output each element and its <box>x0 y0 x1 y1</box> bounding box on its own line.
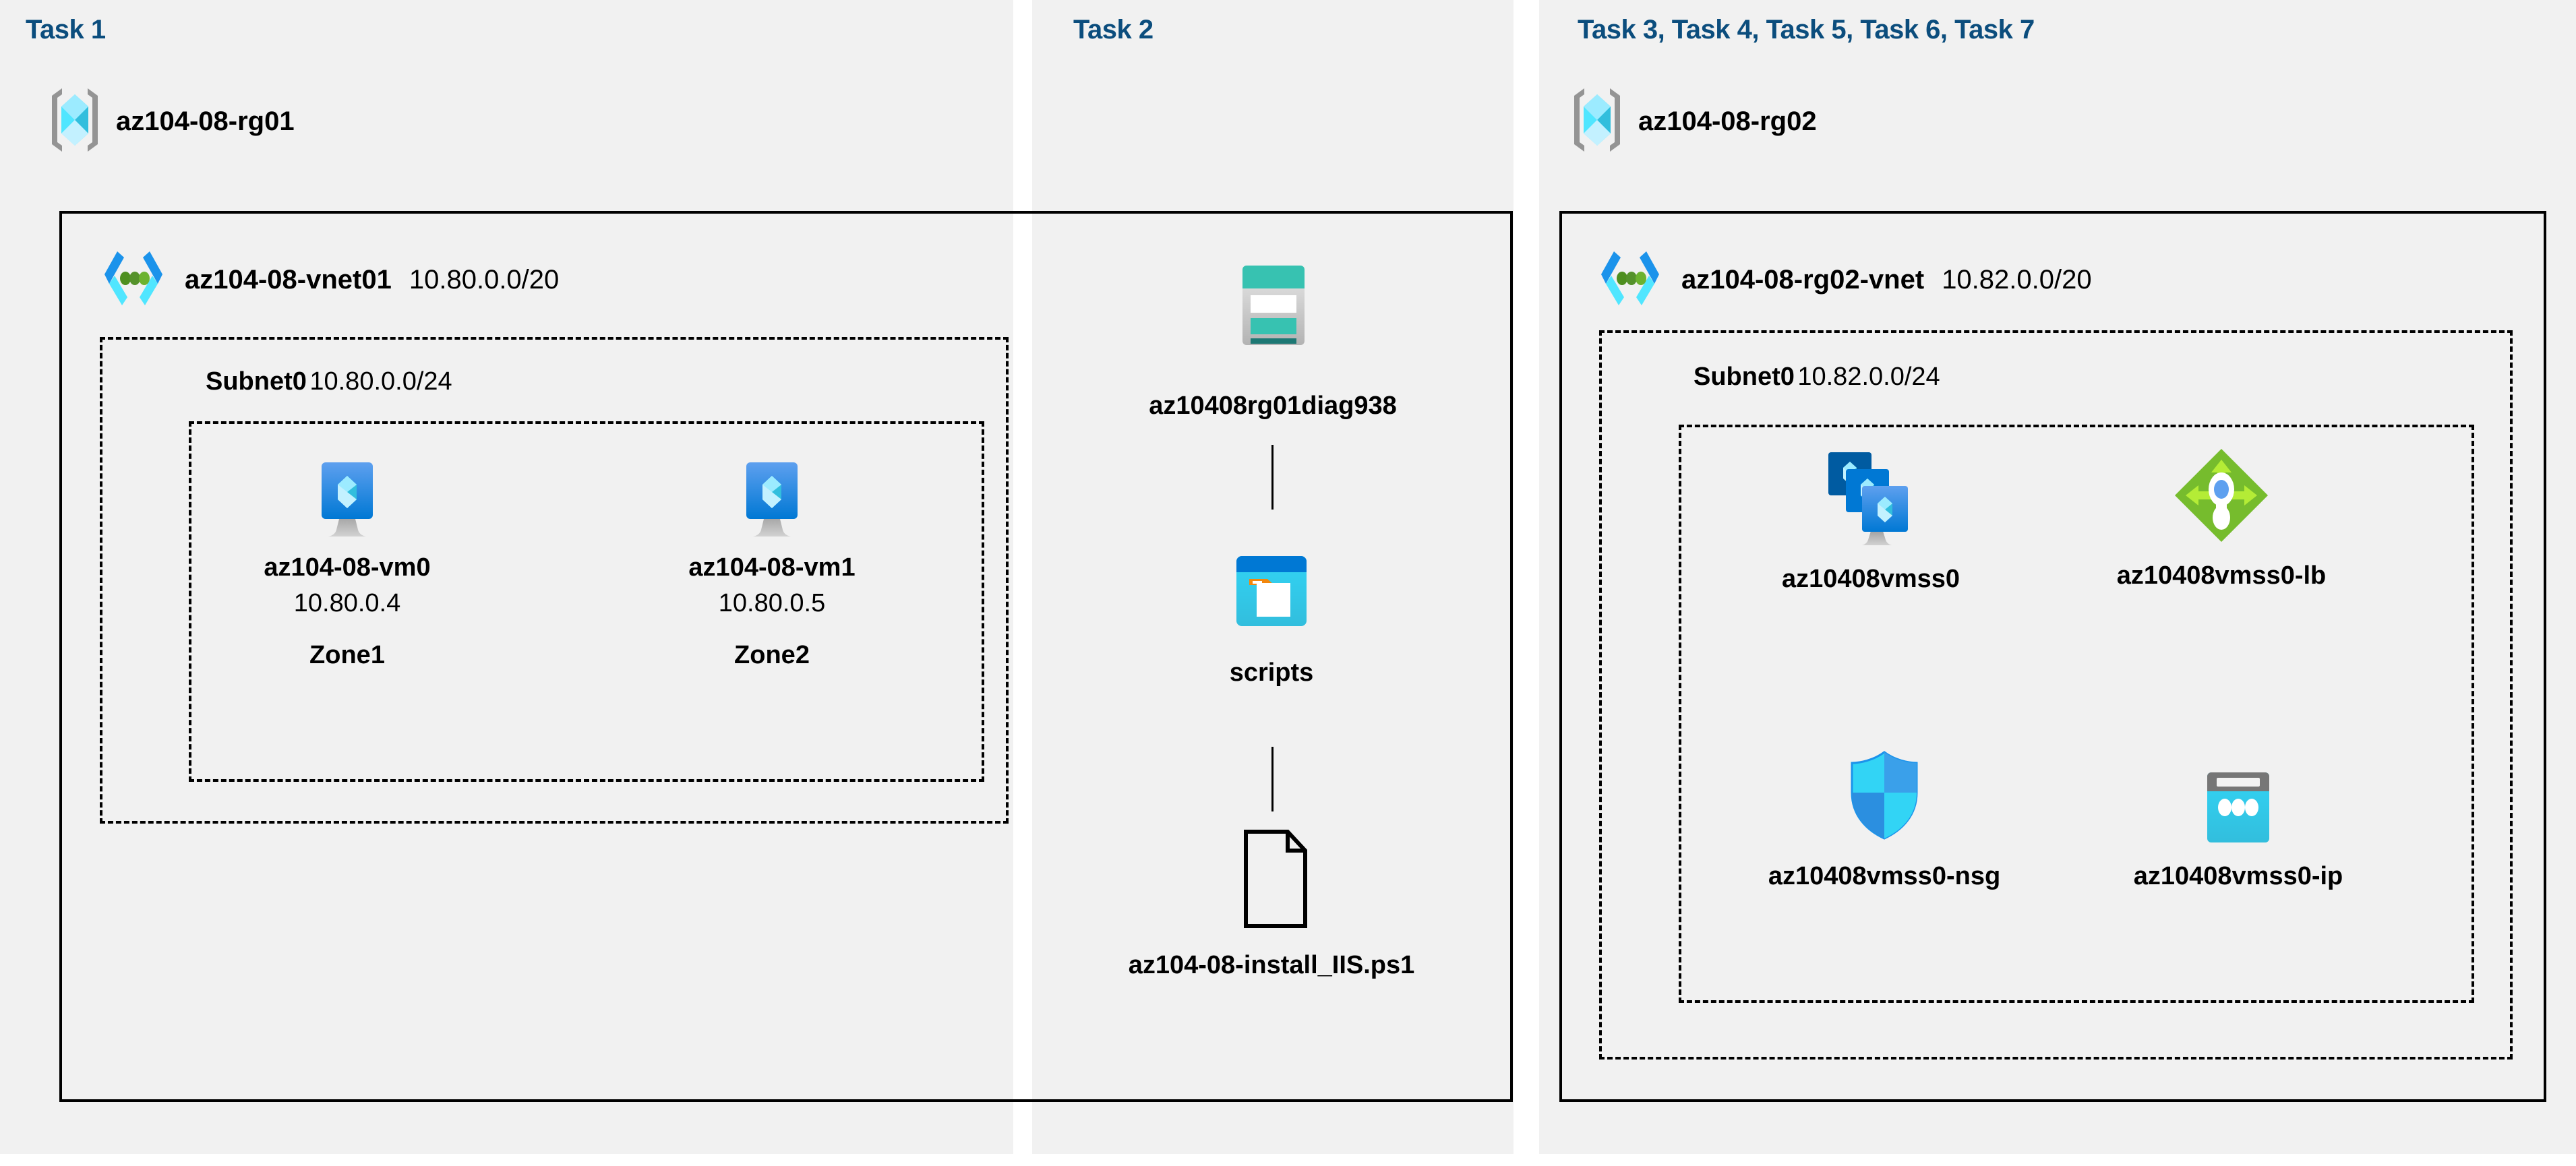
task2-blob-container-name: scripts <box>1229 658 1314 687</box>
task3to7-subnet-name: Subnet0 <box>1694 363 1795 391</box>
task3to7-vmss[interactable]: az10408vmss0 <box>1782 448 1960 594</box>
task2-storage-account-name: az10408rg01diag938 <box>1149 392 1397 420</box>
task1-vm0-ip: 10.80.0.4 <box>293 589 401 617</box>
task2-script-file[interactable]: az104-08-install_IIS.ps1 <box>1129 828 1414 980</box>
task1-vm1[interactable]: az104-08-vm1 10.80.0.5 Zone2 <box>688 458 856 670</box>
vm-scale-set-icon <box>1820 448 1921 553</box>
resource-group-icon <box>1571 86 1623 157</box>
virtual-machine-icon <box>309 458 385 544</box>
task1-vnet-name: az104-08-vnet01 <box>185 265 392 295</box>
task3to7-resources-box <box>1679 425 2474 1003</box>
task3to7-nsg-name: az10408vmss0-nsg <box>1768 862 2001 890</box>
task1-vnet-header: az104-08-vnet01 10.80.0.0/20 <box>100 246 559 314</box>
task1-vnet-cidr: 10.80.0.0/20 <box>409 265 560 295</box>
file-icon <box>1226 828 1317 933</box>
task2-blob-container[interactable]: scripts <box>1228 551 1315 687</box>
connector-scripts-to-file <box>1271 747 1274 811</box>
task3to7-nsg[interactable]: az10408vmss0-nsg <box>1768 748 2000 891</box>
task1-vm1-zone: Zone2 <box>734 641 810 669</box>
connector-storage-to-scripts <box>1271 445 1274 510</box>
task2-storage-account[interactable]: az10408rg01diag938 <box>1149 263 1397 421</box>
task1-resource-group-label: az104-08-rg01 <box>116 106 295 136</box>
task3to7-vnet-name: az104-08-rg02-vnet <box>1681 265 1925 295</box>
storage-account-icon <box>1232 263 1313 351</box>
task1-vm0[interactable]: az104-08-vm0 10.80.0.4 Zone1 <box>264 458 431 670</box>
task3to7-public-ip-name: az10408vmss0-ip <box>2133 862 2343 890</box>
load-balancer-icon <box>2171 445 2272 549</box>
task3to7-resource-group-label: az104-08-rg02 <box>1638 106 1817 136</box>
task3to7-load-balancer-name: az10408vmss0-lb <box>2116 561 2327 590</box>
task2-script-file-name: az104-08-install_IIS.ps1 <box>1128 951 1415 979</box>
task3to7-public-ip[interactable]: az10408vmss0-ip <box>2134 768 2343 891</box>
task1-title: Task 1 <box>26 15 106 44</box>
task1-vnet-box <box>59 211 1513 1102</box>
task3to7-title: Task 3, Task 4, Task 5, Task 6, Task 7 <box>1578 15 2035 44</box>
task1-subnet-name: Subnet0 <box>206 367 307 396</box>
task3to7-subnet-header: Subnet0 10.82.0.0/24 <box>1694 363 1940 392</box>
task3to7-subnet-box <box>1599 330 2513 1060</box>
task1-subnet-box <box>100 337 1009 824</box>
task1-subnet-header: Subnet0 10.80.0.0/24 <box>206 367 452 396</box>
task1-vm0-name: az104-08-vm0 <box>264 553 431 582</box>
network-security-group-icon <box>1845 748 1923 846</box>
task3to7-vnet-box <box>1559 211 2546 1102</box>
task2-title: Task 2 <box>1073 15 1154 44</box>
task3to7-vmss-name: az10408vmss0 <box>1781 565 1960 593</box>
task1-vm1-name: az104-08-vm1 <box>688 553 856 582</box>
public-ip-address-icon <box>2199 768 2277 850</box>
panel-task3to7-background <box>1539 0 2576 1154</box>
task1-vm0-zone: Zone1 <box>309 641 385 669</box>
panel-task1-background <box>0 0 1013 1154</box>
virtual-network-icon <box>100 246 167 314</box>
task3to7-vnet-header: az104-08-rg02-vnet 10.82.0.0/20 <box>1596 246 2092 314</box>
task3to7-resource-group: az104-08-rg02 <box>1571 86 1817 157</box>
task1-subnet-cidr: 10.80.0.0/24 <box>309 367 452 396</box>
virtual-network-icon <box>1596 246 1664 314</box>
task3to7-load-balancer[interactable]: az10408vmss0-lb <box>2117 445 2326 590</box>
task3to7-subnet-cidr: 10.82.0.0/24 <box>1797 363 1940 391</box>
task1-zones-box <box>189 421 984 782</box>
resource-group-icon <box>49 86 101 157</box>
task3to7-vnet-cidr: 10.82.0.0/20 <box>1942 265 2092 295</box>
task1-resource-group: az104-08-rg01 <box>49 86 295 157</box>
task1-vm1-ip: 10.80.0.5 <box>718 589 826 617</box>
blob-container-icon <box>1227 551 1316 644</box>
virtual-machine-icon <box>734 458 810 544</box>
